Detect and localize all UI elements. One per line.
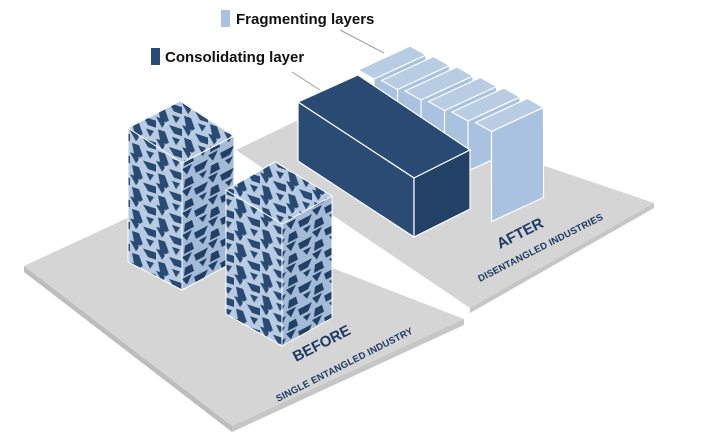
after-platform-edge — [470, 203, 654, 313]
consolidating-block-side — [413, 149, 471, 238]
fragmenting-legend-swatch — [221, 10, 230, 27]
fragmenting-slab-top — [380, 55, 451, 91]
fragmenting-slab-top — [403, 66, 475, 101]
fragmenting-legend-label: Fragmenting layers — [236, 11, 374, 28]
before-platform-edge — [24, 266, 232, 432]
fragmenting-slab-top — [356, 45, 428, 80]
before-platform-edge-right — [232, 319, 464, 432]
consolidating-legend-label: Consolidating layer — [165, 49, 304, 66]
fragmenting-slab-top — [427, 76, 498, 112]
fragmenting-slab-end-face — [490, 106, 545, 223]
fragmenting-layers — [356, 45, 545, 223]
legend: Fragmenting layers Consolidating layer — [151, 10, 374, 66]
fragmenting-leader-line — [339, 29, 385, 54]
consolidating-leader-line — [291, 71, 321, 91]
consolidating-layer-block — [296, 74, 472, 239]
entangled-tower-back — [127, 100, 235, 291]
entangled-tower-front — [225, 161, 333, 347]
tower-front-side — [281, 195, 333, 347]
consolidating-legend-swatch — [151, 48, 160, 65]
fragmenting-slab-top — [450, 87, 522, 122]
